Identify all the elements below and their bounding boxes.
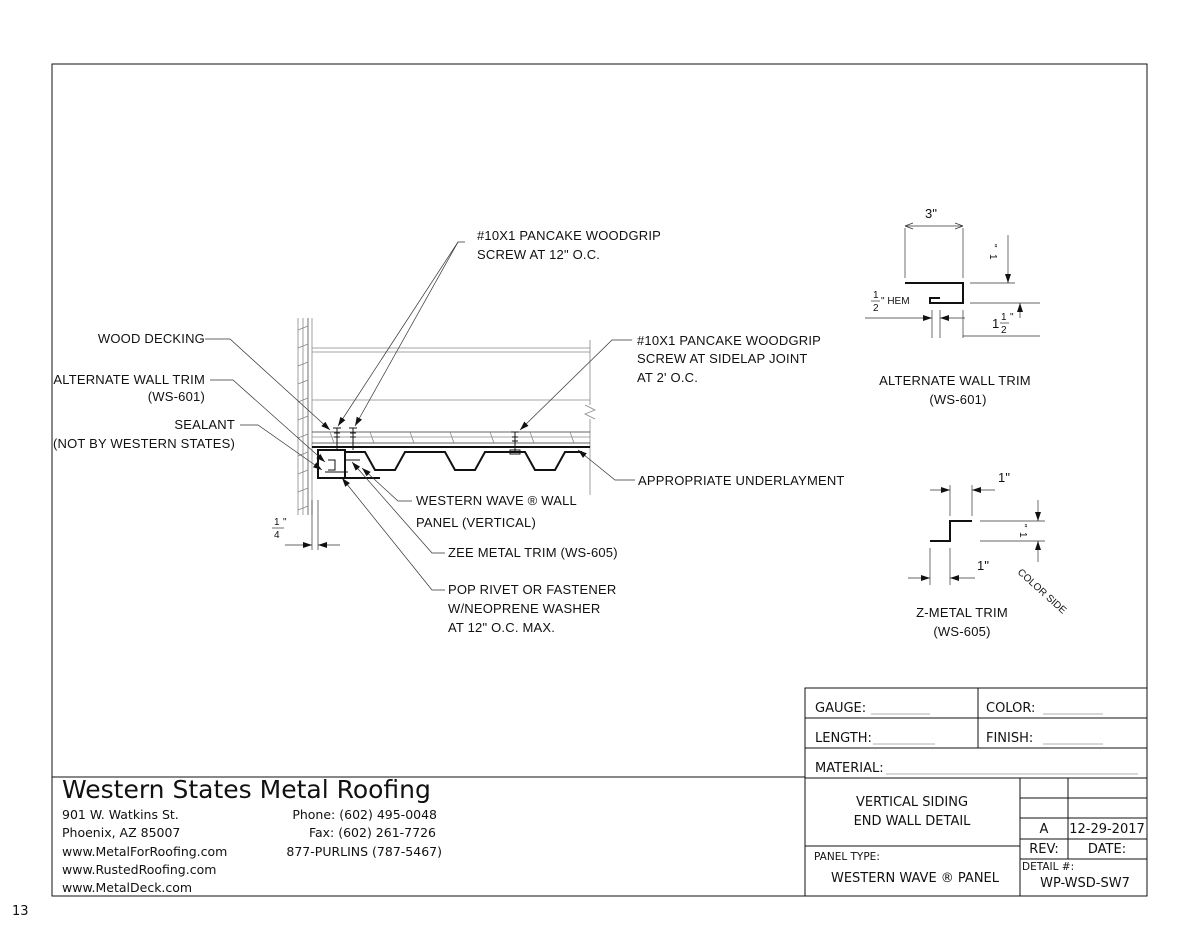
date-value: 12-29-2017 bbox=[1069, 822, 1145, 837]
sheet-border bbox=[51, 63, 1148, 897]
rev-label: REV: bbox=[1029, 842, 1058, 857]
panel-type-label: PANEL TYPE: bbox=[814, 851, 880, 863]
z-dim-bottom: 1" bbox=[977, 558, 989, 573]
company-name: Western States Metal Roofing bbox=[62, 775, 431, 804]
company-tollfree: 877-PURLINS (787-5467) bbox=[286, 844, 442, 859]
z-title-2: (WS-605) bbox=[933, 624, 990, 639]
company-city: Phoenix, AZ 85007 bbox=[62, 825, 180, 840]
company-web1: www.MetalForRoofing.com bbox=[62, 844, 227, 859]
alt-dim-lower-num: 1 bbox=[1001, 312, 1007, 323]
alt-title-1: ALTERNATE WALL TRIM bbox=[879, 373, 1031, 388]
length-label: LENGTH: bbox=[815, 731, 872, 746]
finish-label: FINISH: bbox=[986, 731, 1033, 746]
drawing-title-2: END WALL DETAIL bbox=[854, 814, 972, 829]
company-web2: www.RustedRoofing.com bbox=[62, 862, 216, 877]
alt-dim-lower-den: 2 bbox=[1001, 325, 1007, 336]
label-screw-side-1: #10X1 PANCAKE WOODGRIP bbox=[637, 333, 821, 348]
label-panel-1: WESTERN WAVE ® WALL bbox=[416, 493, 577, 508]
date-label: DATE: bbox=[1088, 842, 1126, 857]
alt-dim-lower-whole: 1 bbox=[992, 316, 999, 331]
drawing-title-1: VERTICAL SIDING bbox=[856, 795, 968, 810]
label-rivet-2: W/NEOPRENE WASHER bbox=[448, 601, 600, 616]
label-zee-trim: ZEE METAL TRIM (WS-605) bbox=[448, 545, 618, 560]
page-number: 13 bbox=[12, 904, 29, 919]
alt-dim-right-inch: " bbox=[987, 244, 998, 248]
dim-quarter-den: 4 bbox=[274, 530, 280, 541]
alt-hem-den: 2 bbox=[873, 303, 879, 314]
color-label: COLOR: bbox=[986, 701, 1035, 716]
z-color-side: COLOR SIDE bbox=[1015, 567, 1068, 617]
label-screw-top-2: SCREW AT 12" O.C. bbox=[477, 247, 600, 262]
dim-quarter-num: 1 bbox=[274, 517, 280, 528]
dim-quarter-inch: " bbox=[283, 517, 287, 528]
detail-value: WP-WSD-SW7 bbox=[1040, 876, 1130, 891]
alt-title-2: (WS-601) bbox=[929, 392, 986, 407]
label-screw-top-1: #10X1 PANCAKE WOODGRIP bbox=[477, 228, 661, 243]
main-section-detail bbox=[205, 241, 635, 591]
panel-type-value: WESTERN WAVE ® PANEL bbox=[831, 871, 1000, 886]
z-dim-top: 1" bbox=[998, 470, 1010, 485]
company-fax: Fax: (602) 261-7726 bbox=[309, 825, 436, 840]
company-phone: Phone: (602) 495-0048 bbox=[292, 807, 437, 822]
title-block-grid bbox=[52, 687, 1148, 897]
label-sealant-1: SEALANT bbox=[174, 417, 235, 432]
alt-hem-num: 1 bbox=[873, 290, 879, 301]
company-street: 901 W. Watkins St. bbox=[62, 807, 179, 822]
label-rivet-1: POP RIVET OR FASTENER bbox=[448, 582, 616, 597]
label-underlayment: APPROPRIATE UNDERLAYMENT bbox=[638, 473, 845, 488]
label-alt-trim-1: ALTERNATE WALL TRIM bbox=[53, 372, 205, 387]
rev-value: A bbox=[1040, 822, 1049, 837]
alt-hem-text: " HEM bbox=[881, 296, 910, 307]
z-title-1: Z-METAL TRIM bbox=[916, 605, 1008, 620]
label-panel-2: PANEL (VERTICAL) bbox=[416, 515, 536, 530]
detail-label: DETAIL #: bbox=[1022, 861, 1074, 873]
company-web3: www.MetalDeck.com bbox=[62, 880, 192, 895]
label-screw-side-2: SCREW AT SIDELAP JOINT bbox=[637, 351, 808, 366]
alternate-wall-trim-detail bbox=[865, 222, 1040, 338]
material-label: MATERIAL: bbox=[815, 761, 884, 776]
z-dim-right-inch: " bbox=[1017, 524, 1028, 528]
label-wood-decking: WOOD DECKING bbox=[98, 331, 205, 346]
label-screw-side-3: AT 2' O.C. bbox=[637, 370, 698, 385]
label-sealant-2: (NOT BY WESTERN STATES) bbox=[53, 436, 235, 451]
alt-dim-top: 3" bbox=[925, 206, 937, 221]
label-alt-trim-2: (WS-601) bbox=[148, 389, 205, 404]
alt-dim-right-num: 1 bbox=[987, 254, 998, 260]
z-metal-trim-detail bbox=[908, 485, 1045, 585]
label-rivet-3: AT 12" O.C. MAX. bbox=[448, 620, 555, 635]
gauge-label: GAUGE: bbox=[815, 701, 866, 716]
alt-dim-lower-inch: " bbox=[1010, 312, 1014, 323]
z-dim-right-num: 1 bbox=[1017, 532, 1028, 538]
